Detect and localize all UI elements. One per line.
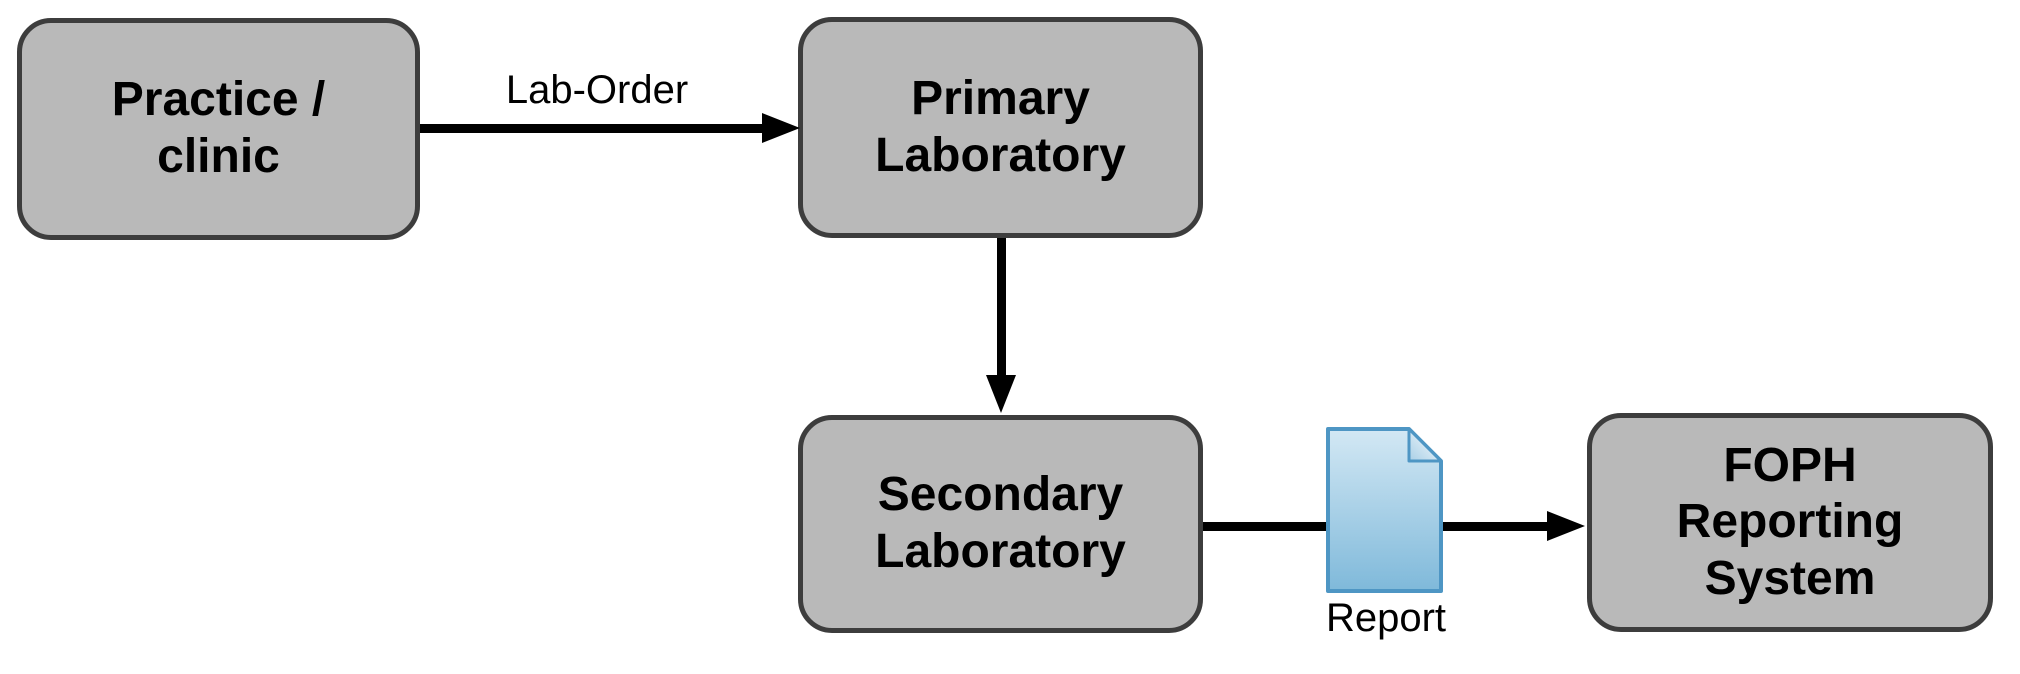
report-edge-label: Report [1325, 596, 1447, 640]
report-document-icon [1326, 427, 1443, 593]
node-label-line: Practice / [111, 73, 326, 127]
lab-order-arrowhead-icon [762, 113, 800, 143]
node-label-line: clinic [157, 130, 280, 183]
node-label-line: Primary [911, 71, 1090, 125]
node-secondary-laboratory: Secondary Laboratory [798, 415, 1203, 633]
node-label-line: Secondary [877, 468, 1124, 522]
node-practice-clinic: Practice / clinic [17, 18, 420, 240]
primary-to-secondary-arrowhead-icon [986, 375, 1016, 413]
lab-order-edge-label: Lab-Order [505, 68, 689, 112]
primary-to-secondary-arrow-shaft [997, 238, 1006, 375]
node-label-line: FOPH [1723, 438, 1857, 492]
report-arrowhead-icon [1547, 511, 1585, 541]
node-label-line: System [1704, 551, 1876, 605]
node-foph-reporting-system: FOPH Reporting System [1587, 413, 1993, 632]
lab-order-arrow-shaft [420, 124, 762, 133]
node-label-line: Laboratory [875, 525, 1126, 578]
node-label-line: Reporting [1676, 495, 1904, 549]
node-label-line: Laboratory [875, 128, 1126, 182]
node-primary-laboratory: Primary Laboratory [798, 17, 1203, 238]
